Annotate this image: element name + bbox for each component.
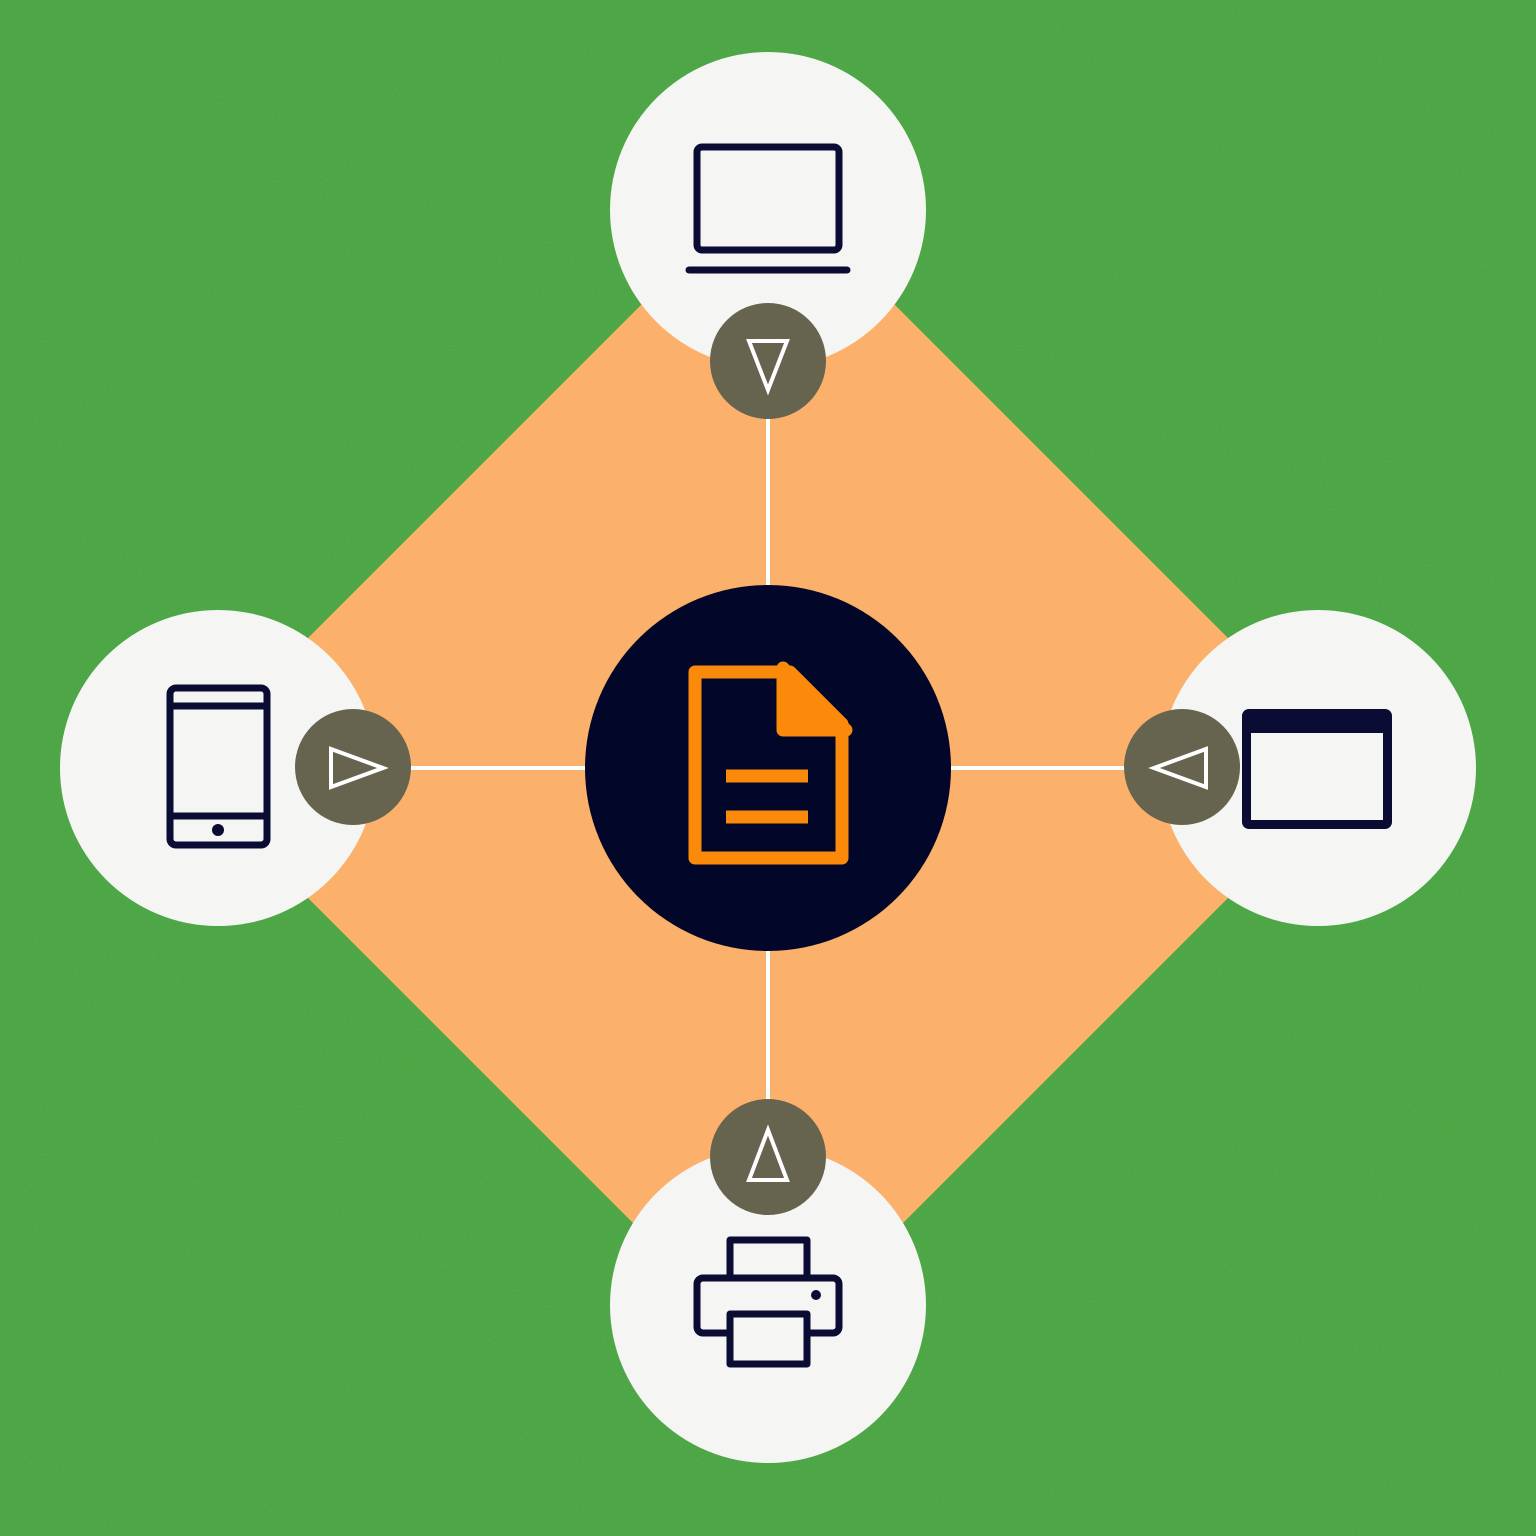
arrow-left-icon xyxy=(1148,746,1208,790)
sync-badge-bottom[interactable] xyxy=(710,1099,826,1215)
laptop-icon xyxy=(685,143,851,274)
arrow-right-icon xyxy=(329,746,389,790)
connector-lines xyxy=(410,418,1125,1100)
central-hub xyxy=(585,585,951,951)
sync-badge-left[interactable] xyxy=(295,709,411,825)
document-icon xyxy=(688,661,853,865)
node-printer[interactable] xyxy=(610,1147,926,1463)
tablet-home-button xyxy=(212,824,224,836)
sync-badge-right[interactable] xyxy=(1124,709,1240,825)
arrow-down-icon xyxy=(746,339,790,396)
tablet-icon xyxy=(166,684,271,849)
browser-window-icon xyxy=(1242,709,1392,829)
printer-icon xyxy=(693,1236,843,1368)
arrow-up-icon xyxy=(746,1124,790,1182)
printer-indicator-light xyxy=(811,1290,821,1300)
sync-badge-top[interactable] xyxy=(710,303,826,419)
node-tablet[interactable] xyxy=(60,610,376,926)
node-laptop[interactable] xyxy=(610,52,926,368)
